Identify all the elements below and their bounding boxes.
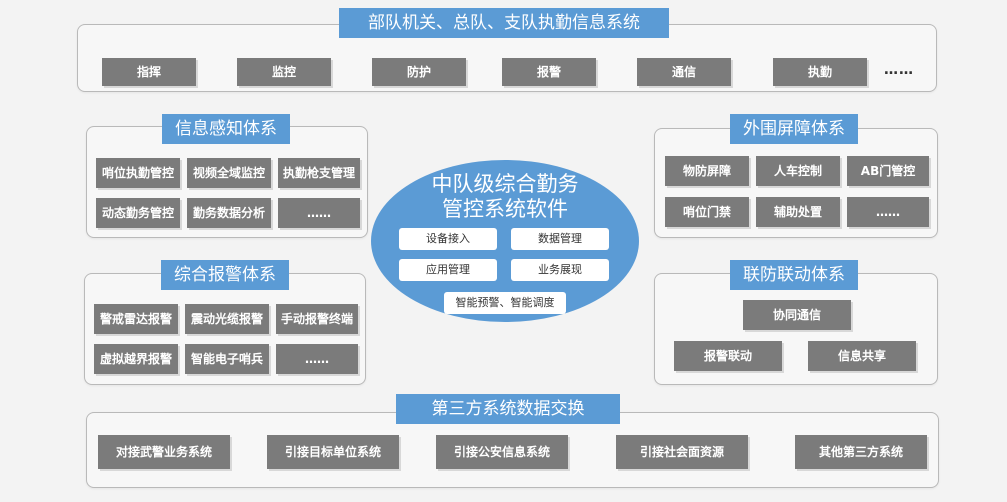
alarm-item-more[interactable]: …… (276, 344, 358, 374)
center-ellipse: 中队级综合勤务 管控系统软件 设备接入 数据管理 应用管理 业务展现 智能预警、… (371, 160, 639, 322)
center-pill-app[interactable]: 应用管理 (399, 259, 497, 281)
barrier-item-2[interactable]: 人车控制 (756, 156, 840, 186)
alarm-title: 综合报警体系 (161, 260, 289, 290)
sensing-title: 信息感知体系 (162, 114, 290, 144)
alarm-item-2[interactable]: 震动光缆报警 (185, 304, 269, 334)
barrier-item-more[interactable]: …… (847, 197, 929, 227)
top-item-monitor[interactable]: 监控 (237, 58, 331, 86)
alarm-item-3[interactable]: 手动报警终端 (276, 304, 358, 334)
top-more: …… (884, 62, 914, 78)
top-item-duty[interactable]: 执勤 (773, 58, 867, 86)
exchange-item-1[interactable]: 对接武警业务系统 (98, 435, 230, 469)
center-pill-data[interactable]: 数据管理 (511, 228, 609, 250)
center-title-line2: 管控系统软件 (442, 197, 568, 221)
top-item-protect[interactable]: 防护 (372, 58, 466, 86)
linkage-item-2[interactable]: 报警联动 (674, 341, 782, 371)
exchange-item-4[interactable]: 引接社会面资源 (616, 435, 748, 469)
sensing-item-3[interactable]: 执勤枪支管理 (278, 158, 360, 188)
sensing-item-5[interactable]: 勤务数据分析 (187, 198, 271, 228)
barrier-item-1[interactable]: 物防屏障 (665, 156, 749, 186)
center-pill-display[interactable]: 业务展现 (511, 259, 609, 281)
center-pill-device[interactable]: 设备接入 (399, 228, 497, 250)
alarm-item-4[interactable]: 虚拟越界报警 (94, 344, 178, 374)
sensing-item-more[interactable]: …… (278, 198, 360, 228)
barrier-title: 外围屏障体系 (730, 114, 858, 144)
linkage-title: 联防联动体系 (730, 260, 858, 290)
top-title: 部队机关、总队、支队执勤信息系统 (339, 8, 669, 38)
top-item-comm[interactable]: 通信 (637, 58, 731, 86)
barrier-item-5[interactable]: 辅助处置 (756, 197, 840, 227)
top-item-command[interactable]: 指挥 (102, 58, 196, 86)
exchange-title: 第三方系统数据交换 (396, 394, 620, 424)
sensing-item-2[interactable]: 视频全域监控 (187, 158, 271, 188)
linkage-item-3[interactable]: 信息共享 (808, 341, 916, 371)
top-item-alarm[interactable]: 报警 (502, 58, 596, 86)
barrier-item-4[interactable]: 哨位门禁 (665, 197, 749, 227)
alarm-item-1[interactable]: 警戒雷达报警 (94, 304, 178, 334)
barrier-item-3[interactable]: AB门管控 (847, 156, 929, 186)
alarm-item-5[interactable]: 智能电子哨兵 (185, 344, 269, 374)
exchange-item-3[interactable]: 引接公安信息系统 (436, 435, 568, 469)
linkage-item-1[interactable]: 协同通信 (743, 300, 851, 330)
sensing-item-4[interactable]: 动态勤务管控 (96, 198, 180, 228)
sensing-item-1[interactable]: 哨位执勤管控 (96, 158, 180, 188)
center-title-line1: 中队级综合勤务 (431, 172, 579, 196)
exchange-item-2[interactable]: 引接目标单位系统 (267, 435, 399, 469)
center-pill-smart[interactable]: 智能预警、智能调度 (444, 292, 566, 314)
exchange-item-5[interactable]: 其他第三方系统 (795, 435, 927, 469)
